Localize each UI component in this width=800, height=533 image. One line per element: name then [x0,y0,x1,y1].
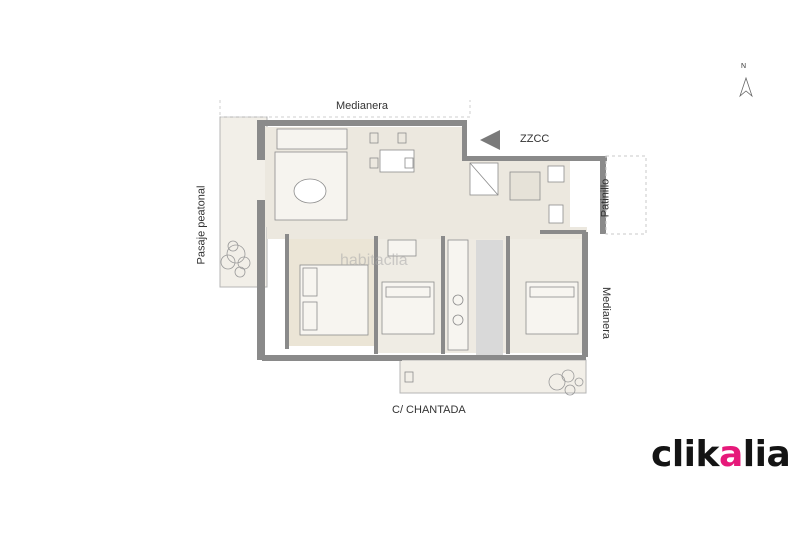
logo-part-2: lia [742,434,791,475]
living-furniture [274,128,415,221]
plant-left [220,240,251,278]
zzcc-label: ZZCC [520,133,550,145]
balcony-fixture [404,371,414,383]
pedestrian-passage-label: Pasaje peatonal [195,185,208,265]
top-boundary [219,100,471,118]
right-wall-label: Medianera [599,287,612,339]
master-bed [299,264,369,336]
hall-floor [267,227,587,239]
zzcc-arrow [480,130,500,150]
bed-2 [381,239,435,335]
top-wall-label: Medianera [336,100,388,112]
patinillo-label: Patinillo [599,178,612,218]
patinillo-area [605,155,647,235]
kitchen-counter [447,239,503,355]
balcony-bottom [399,359,587,394]
plant-balcony [548,369,584,396]
walls [257,120,607,361]
north-label: N [741,63,747,70]
brand-logo: clikalia [651,434,791,475]
north-arrow-icon [739,76,753,98]
logo-accent: a [718,434,743,475]
bathroom-fixtures [469,162,565,224]
bed-3 [525,281,579,335]
watermark: habitaclia [340,252,408,269]
street-label: C/ CHANTADA [392,404,466,416]
logo-part-1: clik [651,434,719,475]
